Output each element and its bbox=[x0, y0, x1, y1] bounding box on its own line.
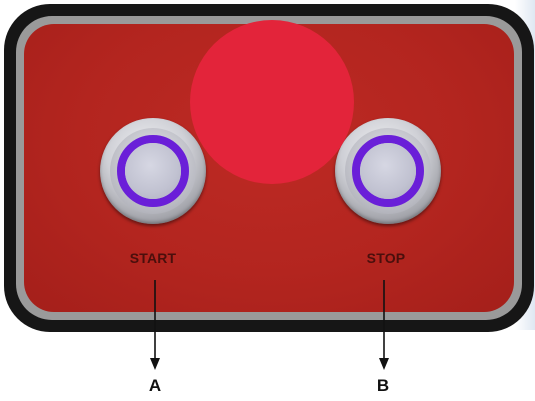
arrow-b bbox=[379, 280, 389, 370]
arrow-a bbox=[150, 280, 160, 370]
callout-label-a: A bbox=[140, 376, 170, 396]
callout-label-b: B bbox=[368, 376, 398, 396]
